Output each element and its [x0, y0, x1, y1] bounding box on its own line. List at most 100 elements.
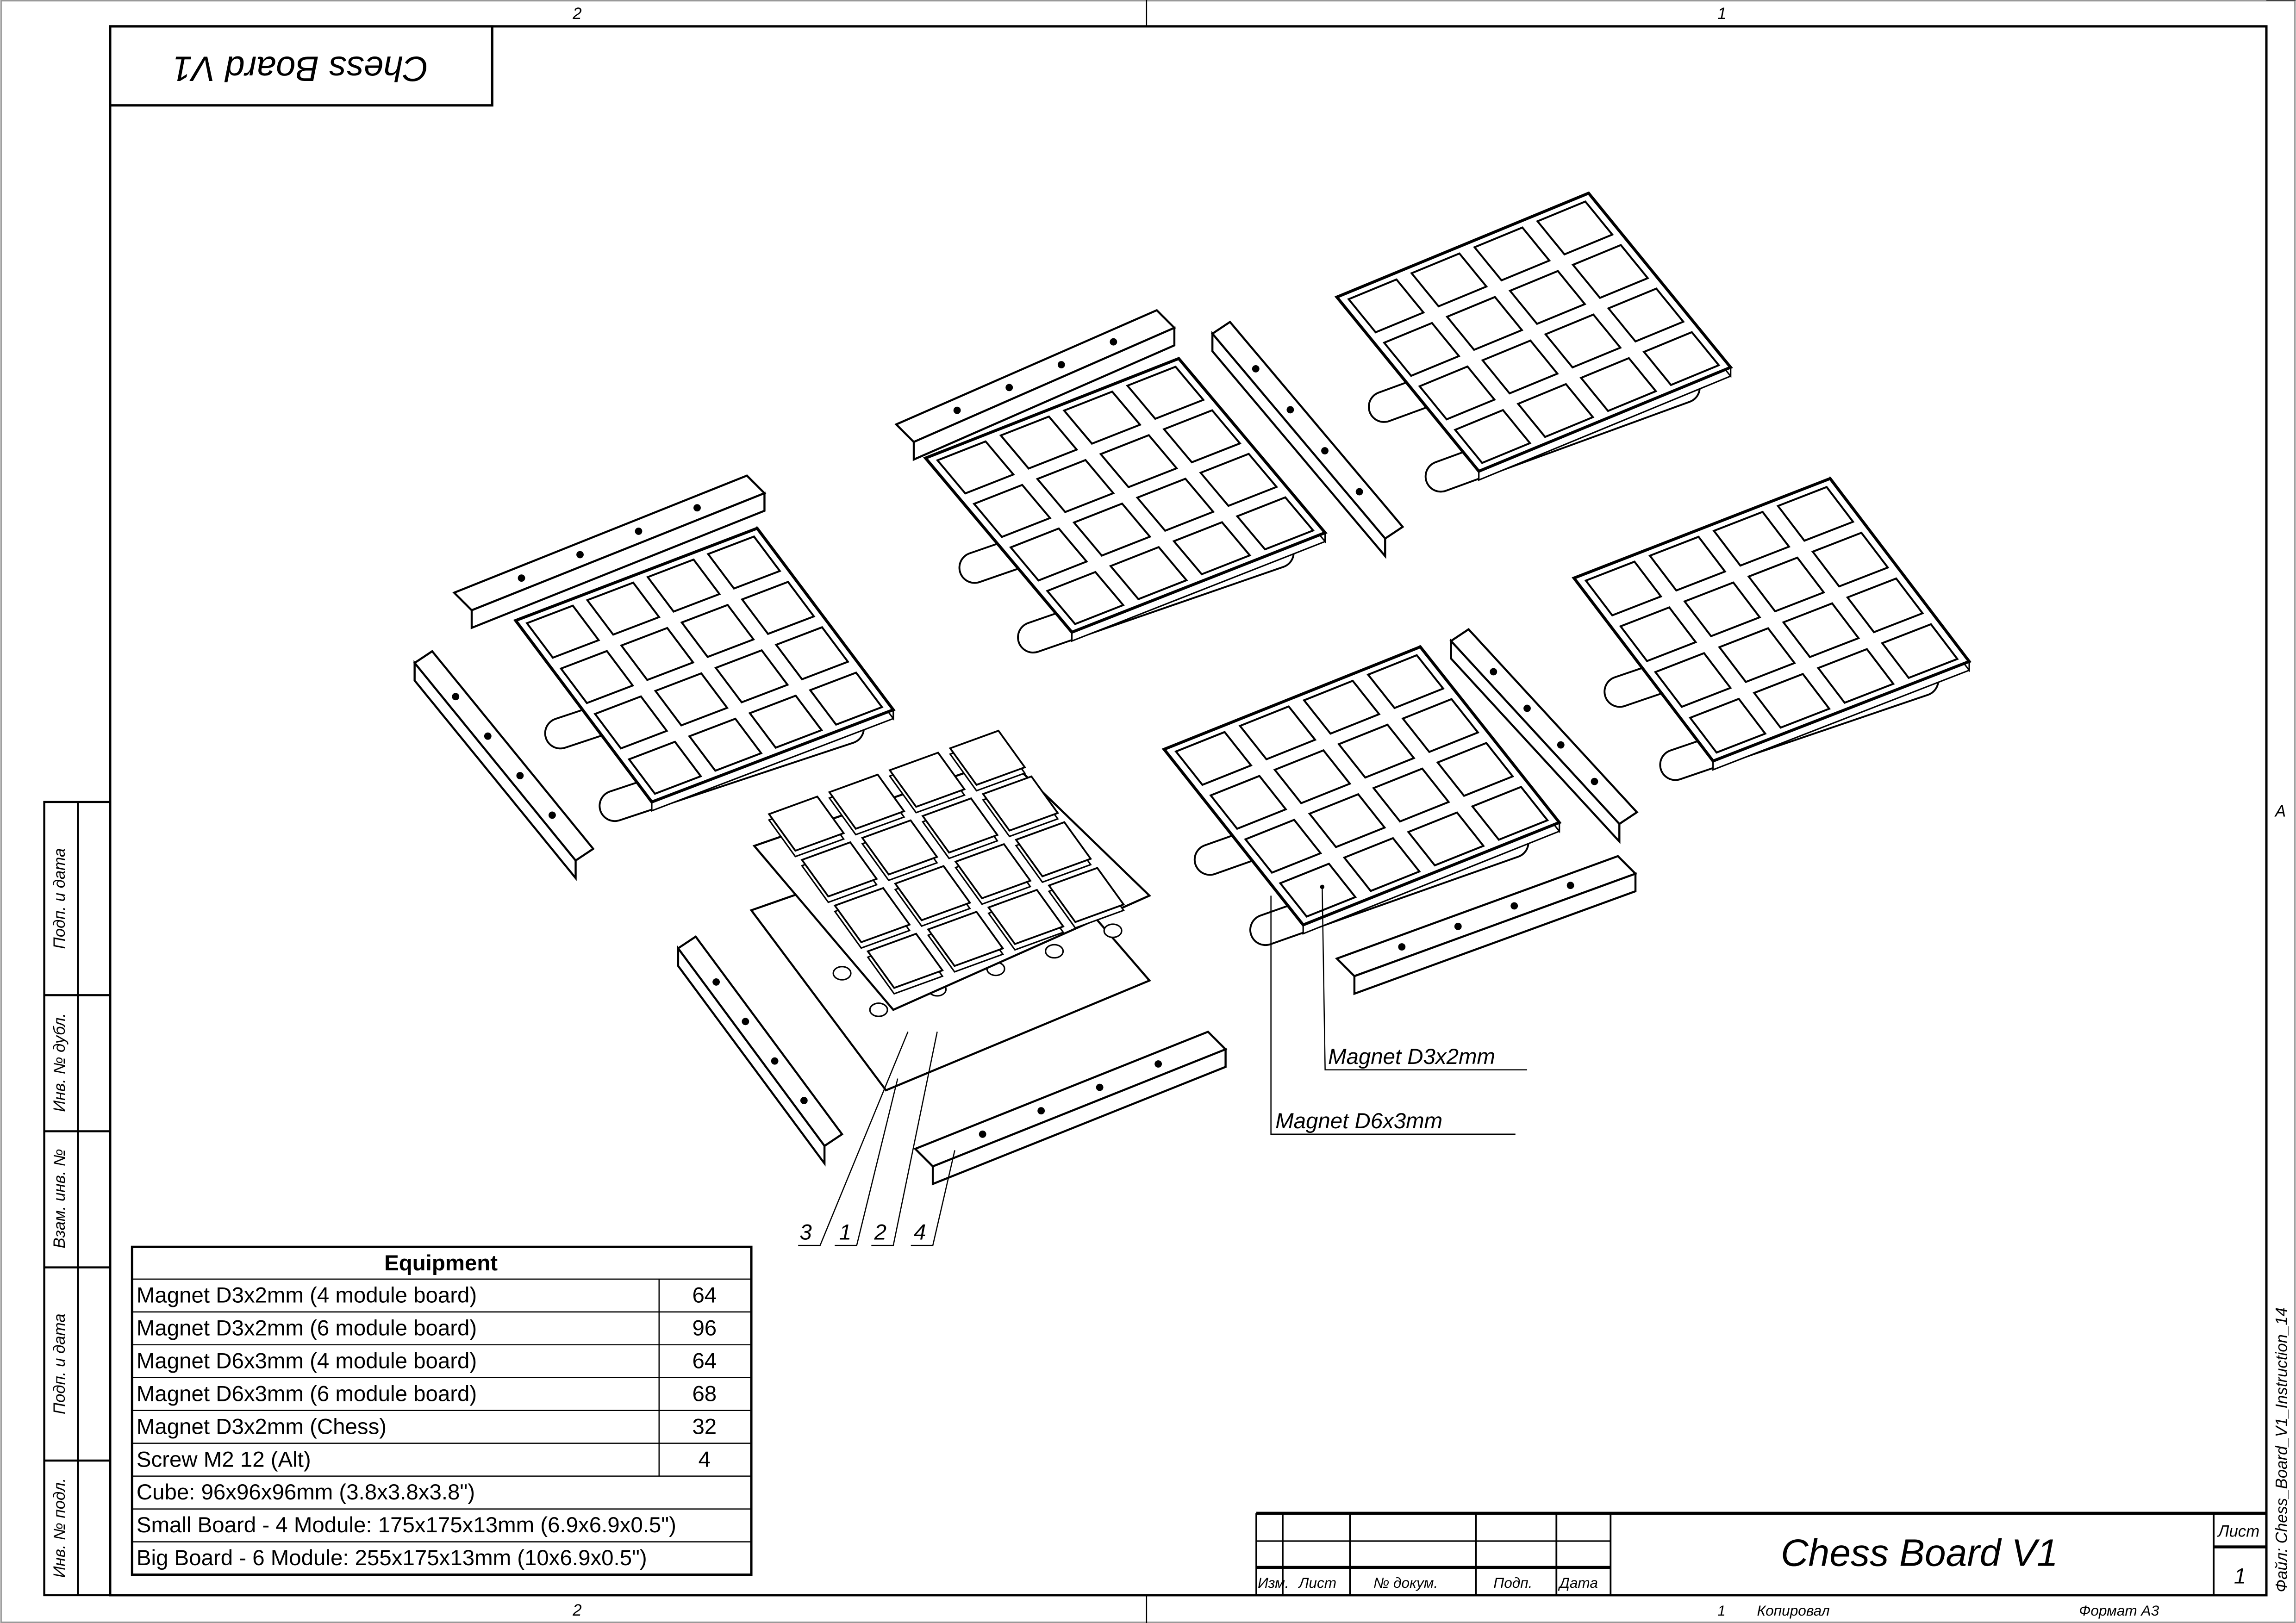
chess-tile: [927, 911, 1004, 967]
equipment-qty: 32: [692, 1414, 717, 1439]
format-label: Формат A3: [2079, 1602, 2159, 1619]
board-cell: [1099, 434, 1179, 489]
board-cell: [1516, 383, 1595, 438]
board-cell: [774, 626, 850, 681]
rail-letter-mark: [800, 1097, 808, 1104]
board-cell: [654, 672, 729, 727]
zone-label: A: [2274, 803, 2286, 821]
magnet-hole: [869, 1002, 888, 1017]
board-cell: [706, 535, 781, 590]
rail-letters-exploded: [913, 1030, 1228, 1186]
board-cell: [627, 740, 703, 795]
board-cell: [1619, 606, 1697, 662]
chess-tile: [866, 933, 944, 989]
rail-letter-mark: [1096, 1083, 1104, 1091]
file-label: Файл: Chess_Board_V1_Instruction_14: [2273, 1307, 2290, 1592]
rail-letter-mark: [1490, 668, 1497, 676]
chess-tile: [987, 889, 1065, 945]
rail-letter-mark: [1523, 704, 1531, 712]
dimension-note: Big Board - 6 Module: 255x175x13mm (10x6…: [137, 1546, 647, 1570]
equipment-item: Magnet D6x3mm (4 module board): [137, 1349, 477, 1373]
board-cell: [646, 558, 721, 613]
board-cell: [1347, 278, 1425, 334]
callout-text: Magnet D6x3mm: [1275, 1109, 1442, 1133]
dimension-note: Small Board - 4 Module: 175x175x13mm (6.…: [137, 1513, 676, 1537]
callout-magnet-small: Magnet D3x2mm: [1320, 884, 1528, 1070]
rail-letter-mark: [1398, 943, 1406, 951]
board-cell: [586, 581, 661, 636]
rail-letter-mark: [1355, 488, 1363, 496]
board-cell: [1238, 705, 1317, 761]
rail-letter-mark: [518, 574, 525, 582]
rail-letter-mark: [1591, 777, 1598, 785]
copied-number: 1: [1717, 1602, 1726, 1619]
board-cell: [1072, 502, 1152, 557]
board-cell: [1062, 390, 1142, 445]
chess-tile: [800, 841, 878, 898]
rail-letter-mark: [516, 772, 524, 779]
chess-tile: [981, 775, 1060, 832]
rail-letter-mark: [452, 693, 460, 701]
board-cell: [1209, 775, 1288, 830]
board-cell: [1454, 409, 1532, 464]
board-cell: [999, 415, 1079, 470]
board-cell: [1244, 819, 1323, 874]
board-cell: [1642, 331, 1721, 386]
side-label: Инв. № дубл.: [51, 1013, 69, 1112]
board-cell: [1136, 477, 1215, 532]
zone-label: 1: [1717, 5, 1726, 23]
sheet-label: Лист: [2217, 1523, 2260, 1540]
rail-letter-mark: [1057, 361, 1065, 368]
rail-letter-mark: [1321, 447, 1329, 454]
board-module-center: [1161, 645, 1562, 946]
zone-label: 2: [572, 1602, 581, 1619]
board-cell: [1302, 679, 1381, 735]
rail-letter-mark: [1557, 741, 1565, 749]
rail-letters-bottom: [1335, 855, 1638, 995]
rail-letter-mark: [484, 732, 492, 740]
board-module-top-middle: [923, 356, 1328, 654]
rail-letter-mark: [1510, 902, 1518, 910]
board-cell: [1337, 723, 1416, 779]
board-cell: [1436, 742, 1515, 797]
magnet-hole: [832, 966, 852, 981]
board-cell: [620, 627, 695, 681]
title-rotated-text: Chess Board V1: [173, 49, 429, 88]
rail-letter-mark: [576, 551, 584, 559]
rail-letters-top: [894, 309, 1176, 461]
board-cell: [1816, 648, 1895, 704]
equipment-item: Magnet D3x2mm (6 module board): [137, 1316, 477, 1340]
board-cell: [1410, 252, 1488, 308]
board-cell: [1579, 357, 1658, 412]
rail-letter-mark: [953, 406, 961, 414]
board-cell: [1718, 627, 1796, 683]
board-cell: [972, 484, 1052, 538]
board-cell: [1445, 296, 1524, 351]
board-cell: [1401, 698, 1480, 753]
part-number: 4: [914, 1220, 926, 1244]
chess-tile: [948, 729, 1026, 786]
equipment-item: Magnet D3x2mm (4 module board): [137, 1283, 477, 1307]
exploded-tiles: [767, 729, 1125, 995]
title-block-col: № докум.: [1373, 1574, 1438, 1591]
board-cell: [1199, 453, 1279, 507]
copied-label: Копировал: [1757, 1602, 1830, 1619]
board-cell: [680, 603, 755, 659]
board-module-right: [1572, 476, 1972, 781]
board-cell: [1342, 837, 1421, 892]
rail-letter-mark: [771, 1057, 779, 1065]
board-cell: [593, 695, 668, 750]
title-box-rotated: Chess Board V1: [109, 25, 493, 107]
rail-letter-mark: [979, 1130, 986, 1138]
board-cell: [1162, 409, 1242, 464]
chess-tile: [894, 865, 972, 921]
rail-numbers-exploded: [676, 935, 844, 1167]
part-callouts: [798, 1031, 955, 1246]
board-cell: [1571, 244, 1650, 299]
rail-numbers-left: [413, 650, 595, 881]
side-label: Инв. № подл.: [51, 1478, 69, 1578]
title-block: [1255, 1511, 2267, 1595]
rail-letter-mark: [549, 811, 556, 819]
chess-tile: [921, 797, 999, 854]
